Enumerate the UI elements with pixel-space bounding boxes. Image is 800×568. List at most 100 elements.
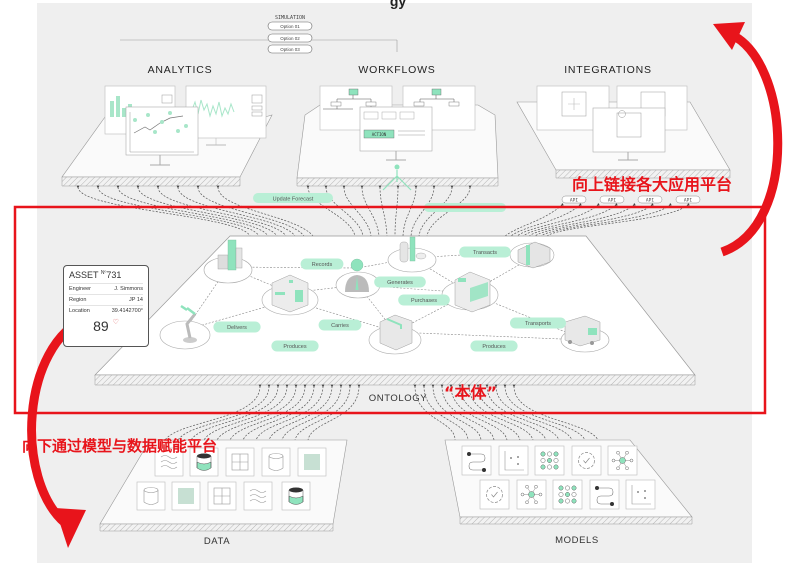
warehouse-node[interactable] [261,274,319,316]
connector-line [410,185,436,237]
api-pills: API API API API [561,195,701,204]
relation-label: Transports [525,321,551,327]
integrations-title: INTEGRATIONS [564,64,652,76]
api-pill: API [561,195,587,204]
model-tile-nodes-icon [534,445,565,476]
connector-line [413,384,456,441]
update-forecast-label: Update Forecast [273,197,314,203]
connector-line [467,384,534,441]
relation-label: Produces [283,344,306,350]
upper-connectors [76,185,690,237]
relation-label: Records [312,262,333,268]
connector-line [476,384,547,441]
connector-line [422,384,469,441]
api-pill: API [675,195,701,204]
data-tile-noise-icon [297,447,327,477]
robot-arm-node[interactable] [159,304,211,350]
data-label: DATA [204,536,230,547]
connector-line [540,203,672,237]
model-tile-hub-icon [516,479,547,510]
relation-label: Produces [482,344,505,350]
model-tile-nodes-icon [552,479,583,510]
action-button[interactable]: ACTION [363,129,395,139]
integrations-platform: INTEGRATIONS [516,64,731,179]
relation-pill-produces: Produces [271,340,319,352]
connector-line [504,203,564,237]
simulation-option-1[interactable]: Option 01 [267,21,313,31]
connector-line [156,185,287,237]
integration-monitor-front [592,107,666,161]
connector-line [378,185,388,237]
connector-line [546,203,690,237]
connector-line [485,384,560,441]
data-platform: DATA [99,439,348,547]
data-tile-waves-icon [154,447,184,477]
connector-line [522,203,618,237]
analytics-monitor-right [185,85,267,146]
simulation-option-2[interactable]: Option 02 [267,33,313,43]
simulation-label: SIMULATION [275,15,305,21]
connector-line [458,384,521,441]
api-pill: API [637,195,663,204]
connector-line [176,185,296,237]
relation-pill-produces: Produces [470,340,518,352]
svg-text:API: API [646,198,654,204]
connector-line [216,185,314,237]
relation-pill-carries: Carries [318,319,362,331]
simulation-option-2-label: Option 02 [280,36,300,41]
connector-line [307,384,361,441]
connector-line [255,384,325,441]
relation-label: Carries [331,323,349,329]
up-arrow-icon [713,22,783,257]
svg-text:API: API [570,198,578,204]
relation-pill-delivers: Delivers [213,321,261,333]
model-tile-flow-icon [461,445,492,476]
refinery-node[interactable] [387,236,437,273]
model-tile-scatter-icon [625,479,656,510]
connector-line [494,384,573,441]
connector-line [203,384,289,441]
relation-pill-transports: Transports [510,317,566,329]
workflows-title: WORKFLOWS [358,64,435,76]
truck-node[interactable] [560,315,610,353]
asset-title: ASSET Nº731 [69,270,122,280]
connector-line [440,384,495,441]
model-tile-gear-icon [479,479,510,510]
annotation-down: 向下通过模型与数据赋能平台 [22,437,218,455]
simulation-option-3[interactable]: Option 03 [267,44,313,54]
factory-node[interactable] [441,271,499,313]
analytics-title: ANALYTICS [148,64,213,76]
models-label: MODELS [555,535,599,546]
money-node[interactable] [509,241,555,269]
connector-line [116,185,269,237]
box-node[interactable] [368,314,422,355]
connector-line [360,185,380,237]
connector-line [516,203,600,237]
simulation-option-1-label: Option 01 [280,24,300,29]
connector-line [394,185,400,237]
connector-line [342,185,372,237]
connector-line [177,384,271,441]
relation-pill-transacts: Transacts [459,246,511,258]
model-tile-hub-icon [607,445,638,476]
data-tile-cyl-green-icon [281,481,311,511]
api-pill: API [599,195,625,204]
connector-line [229,384,307,441]
analytics-monitor-front [125,106,199,166]
ontology-highlight-box [13,205,767,415]
workflow-monitor-front: ACTION [359,106,433,161]
connector-line [190,384,280,441]
building-node[interactable] [203,239,253,284]
lower-connectors [164,384,599,441]
annotation-up: 向上链接各大应用平台 [572,175,733,194]
connector-line [324,185,364,237]
connector-line [196,185,305,237]
connector-line [510,203,582,237]
connector-line [294,384,352,441]
model-tile-scatter-icon [498,445,529,476]
connector-line [216,384,298,441]
model-tile-gear-icon [571,445,602,476]
asset-score: 89 ♡ [93,318,119,334]
